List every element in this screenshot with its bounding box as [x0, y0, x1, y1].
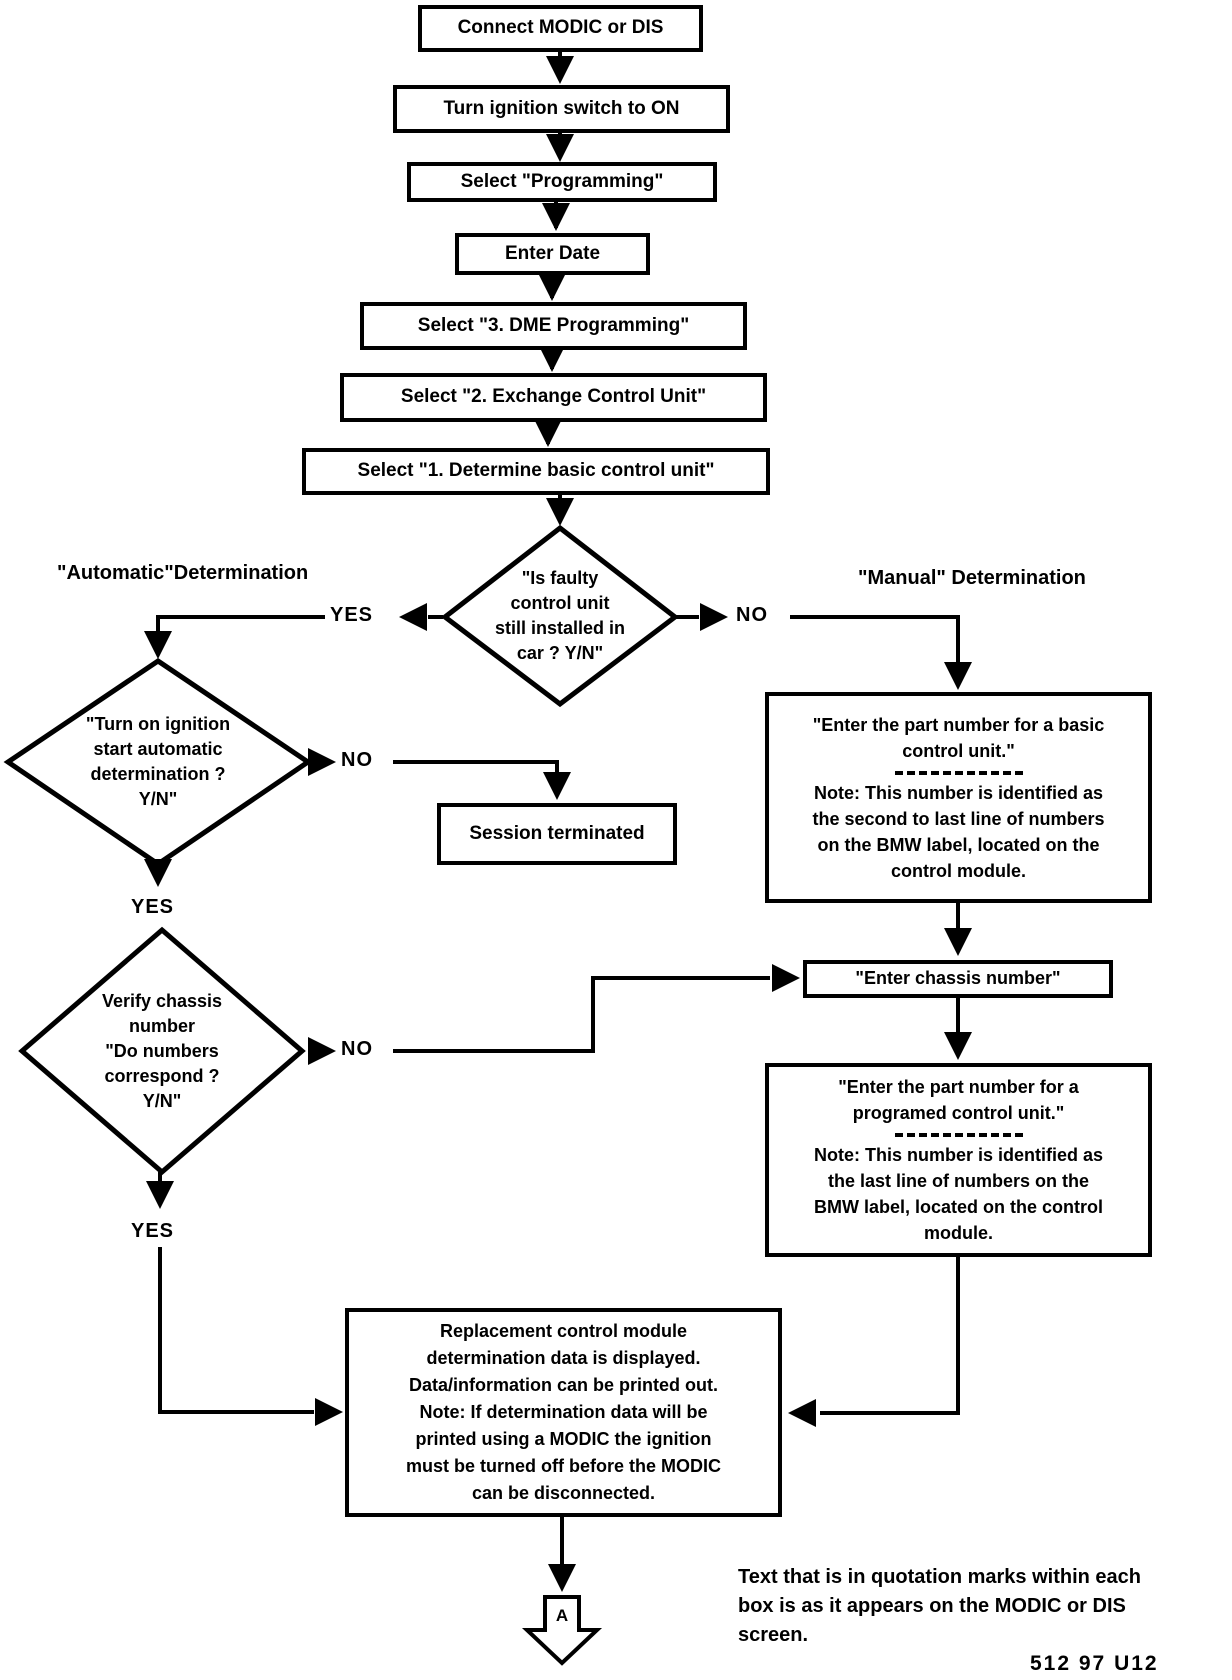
label-no-faulty: NO [736, 604, 768, 626]
step-connect-modic: Connect MODIC or DIS [418, 5, 703, 52]
decision-faulty-unit-installed-text: "Is faulty control unit still installed … [494, 568, 626, 663]
figure-code: 512 97 U12 [1030, 1652, 1159, 1675]
branch-heading-manual: "Manual" Determination [858, 567, 1086, 589]
box-enter-basic-part-number: "Enter the part number for a basic contr… [765, 692, 1152, 903]
step-select-determine-basic-unit: Select "1. Determine basic control unit" [302, 448, 770, 495]
step-select-dme-programming: Select "3. DME Programming" [360, 302, 747, 350]
box-session-terminated: Session terminated [437, 803, 677, 865]
basic-part-note: Note: This number is identified as the s… [812, 782, 1105, 881]
label-yes-auto: YES [131, 896, 175, 918]
label-yes-verify: YES [131, 1220, 175, 1242]
programmed-part-note: Note: This number is identified as the l… [813, 1145, 1104, 1243]
decision-start-automatic-determination-text: "Turn on ignition start automatic determ… [85, 714, 231, 809]
branch-heading-automatic: "Automatic"Determination [57, 562, 309, 584]
footer-note: Text that is in quotation marks within e… [738, 1566, 1142, 1646]
box-enter-chassis-number: "Enter chassis number" [803, 960, 1113, 998]
programmed-part-quote: "Enter the part number for a programed c… [838, 1077, 1079, 1123]
label-yes-faulty: YES [330, 604, 374, 626]
basic-part-quote: "Enter the part number for a basic contr… [812, 714, 1105, 761]
dashed-divider [894, 1133, 1023, 1137]
decision-diamonds [3, 524, 680, 1176]
offpage-connector-a-label: A [555, 1606, 569, 1625]
box-enter-programmed-part-number: "Enter the part number for a programed c… [765, 1063, 1152, 1257]
diamond-faulty-unit-installed [440, 524, 680, 708]
step-select-exchange-control-unit: Select "2. Exchange Control Unit" [340, 373, 767, 422]
step-ignition-on: Turn ignition switch to ON [393, 85, 730, 133]
step-select-programming: Select "Programming" [407, 162, 717, 202]
diamond-verify-chassis-number [18, 926, 306, 1176]
dashed-divider [894, 770, 1023, 775]
decision-verify-chassis-number-text: Verify chassis number "Do numbers corres… [101, 990, 223, 1111]
offpage-connector-a-shape [521, 1595, 603, 1666]
label-no-verify: NO [341, 1038, 373, 1060]
label-no-auto: NO [341, 749, 373, 771]
box-replacement-data-displayed: Replacement control module determination… [345, 1308, 782, 1517]
step-enter-date: Enter Date [455, 233, 650, 275]
